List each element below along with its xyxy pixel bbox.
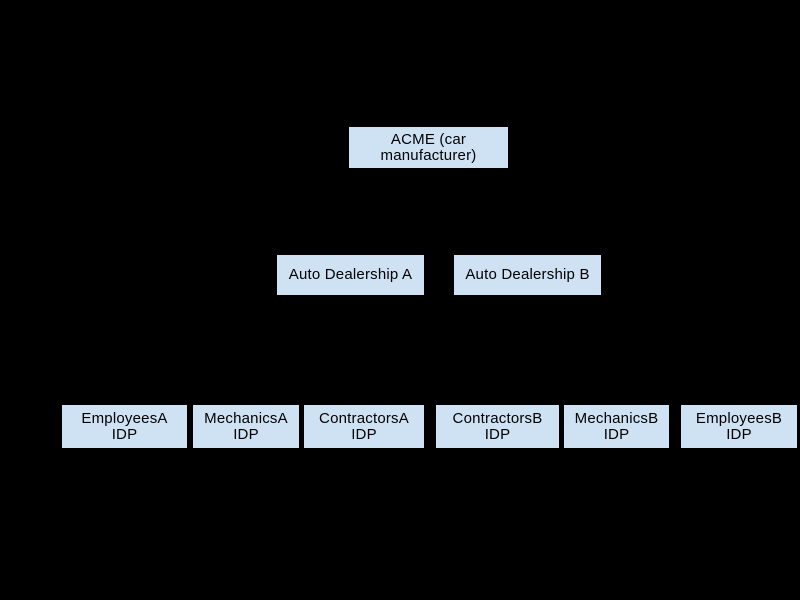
node-mechanics-a-idp: MechanicsA IDP xyxy=(193,405,299,448)
node-auto-dealership-a: Auto Dealership A xyxy=(277,255,424,295)
node-mechanics-b-idp: MechanicsB IDP xyxy=(564,405,669,448)
node-contractors-b-idp: ContractorsB IDP xyxy=(436,405,559,448)
node-auto-dealership-b: Auto Dealership B xyxy=(454,255,601,295)
node-employees-b-idp: EmployeesB IDP xyxy=(681,405,797,448)
node-acme-car-manufacturer: ACME (car manufacturer) xyxy=(349,127,508,168)
node-contractors-a-idp: ContractorsA IDP xyxy=(304,405,424,448)
node-employees-a-idp: EmployeesA IDP xyxy=(62,405,187,448)
